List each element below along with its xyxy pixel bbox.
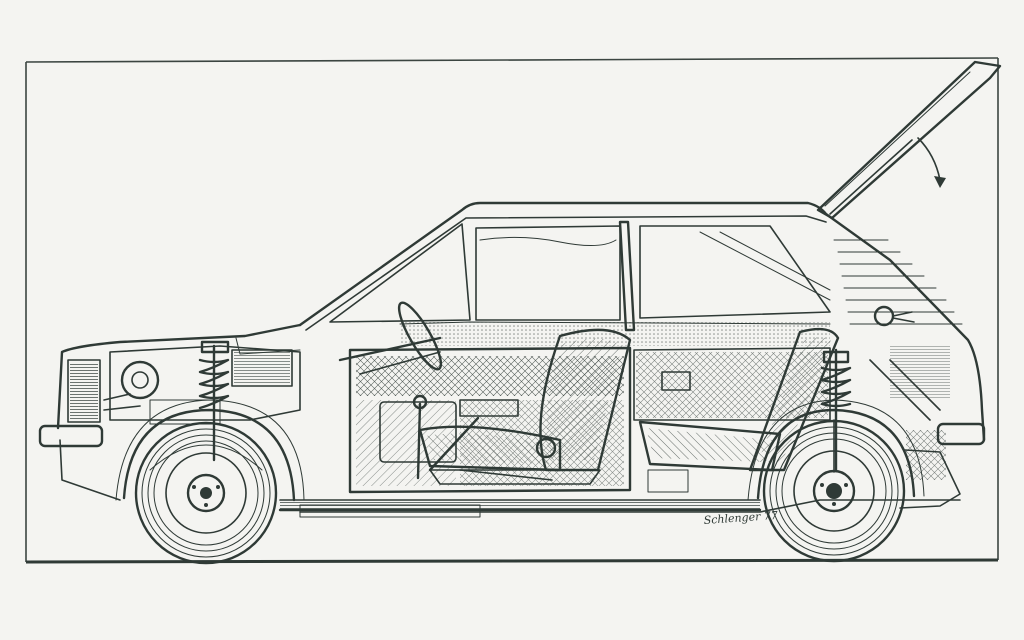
front-wheel [134,421,278,565]
engine-bay [67,345,301,425]
front-suspension [198,340,230,462]
ground-line [25,558,999,564]
steering-wheel [397,301,443,371]
gear-lever [416,402,422,480]
front-side-window [475,225,621,321]
fuel-cap-icon [873,305,895,327]
rear-wheel [762,419,906,563]
steering-assembly [338,301,553,481]
windows [329,220,963,346]
seat-recline-knob [535,437,557,459]
windshield [329,223,471,323]
tailgate-swing-arrow [917,137,941,181]
rear-suspension [820,346,950,472]
exhaust-pipe [299,499,961,513]
frame-top [25,57,999,63]
rear-wheel-arch [756,408,916,500]
front-wheel-arch [122,408,296,502]
front-bumper [38,424,104,448]
rear-seat [638,327,840,493]
rear-side-window [639,225,831,319]
handbrake [428,416,480,472]
car-body-shell [38,201,986,512]
b-pillar [618,220,636,332]
tailgate-open [816,60,1002,220]
artist-signature: Schlenger 77 [703,509,778,527]
front-seat [418,328,632,485]
